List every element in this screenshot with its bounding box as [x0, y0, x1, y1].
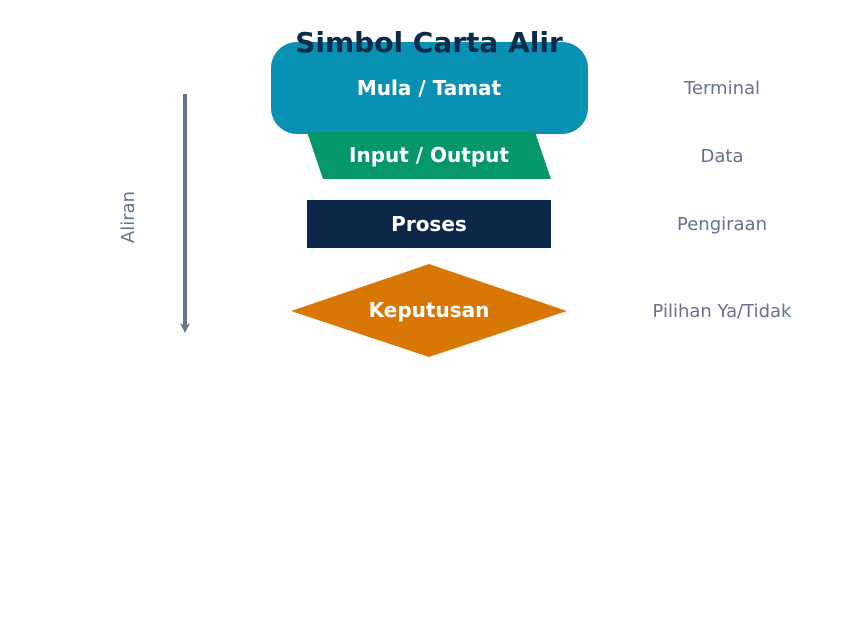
decision-shape — [291, 264, 567, 357]
process-description: Pengiraan — [677, 214, 767, 235]
input-output-description: Data — [701, 146, 744, 167]
symbol-input-output: Input / Output Data — [307, 132, 743, 179]
flow-label: Aliran — [118, 191, 139, 243]
process-label: Proses — [391, 212, 467, 236]
diagram-title: Simbol Carta Alir — [295, 26, 563, 59]
input-output-shape — [307, 132, 551, 179]
input-output-label: Input / Output — [349, 143, 509, 167]
terminal-description: Terminal — [683, 78, 760, 99]
symbol-decision: Keputusan Pilihan Ya/Tidak — [291, 264, 792, 357]
process-shape — [307, 200, 551, 248]
decision-description: Pilihan Ya/Tidak — [653, 301, 793, 322]
terminal-label: Mula / Tamat — [357, 76, 502, 100]
symbol-terminal: Mula / Tamat Terminal — [271, 42, 760, 134]
symbol-process: Proses Pengiraan — [307, 200, 767, 248]
terminal-shape — [271, 42, 588, 134]
decision-label: Keputusan — [369, 298, 490, 322]
